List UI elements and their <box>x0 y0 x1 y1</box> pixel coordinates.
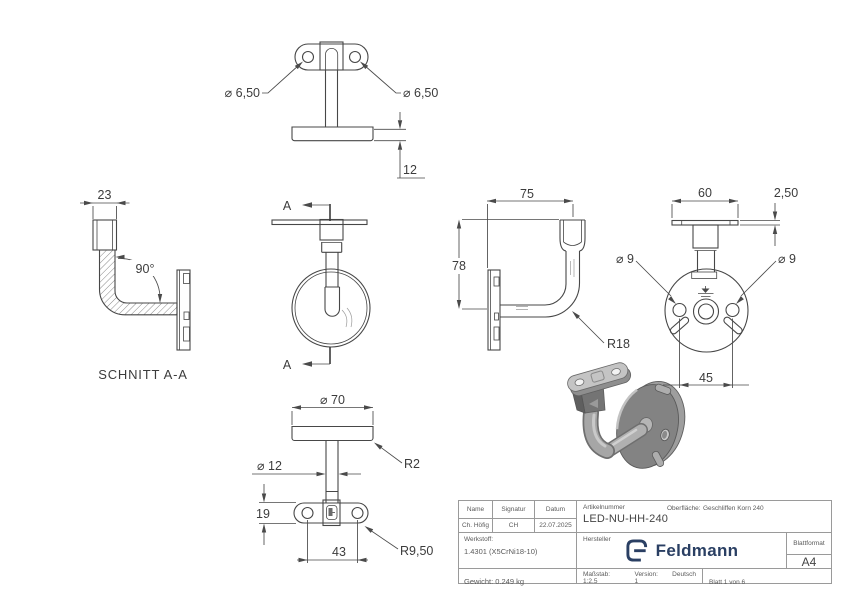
dim-depth: 75 <box>520 187 534 201</box>
view-section-a-a: 23 90° SCHNITT A-A <box>80 188 191 382</box>
article-number: LED-NU-HH-240 <box>583 513 669 525</box>
view-bottom: ⌀ 70 R2 ⌀ 12 19 43 <box>252 393 433 563</box>
engraved-logo <box>326 505 338 520</box>
date-value: 22.07.2025 <box>535 519 577 533</box>
dim-plate-diameter: ⌀ 70 <box>320 393 345 407</box>
dim-height: 78 <box>452 259 466 273</box>
dim-stem-diameter: ⌀ 12 <box>257 459 282 473</box>
material-value: 1.4301 (X5CrNi18-10) <box>464 547 538 556</box>
name-label: Name <box>458 500 493 519</box>
view-top: ⌀ 6,50 ⌀ 6,50 12 <box>225 41 438 179</box>
scale-value: Maßstab: 1:2.5 <box>583 571 611 585</box>
article-label: Artikelnummer <box>583 504 625 511</box>
material-label: Werkstoff: <box>464 536 494 543</box>
manufacturer-label: Hersteller <box>583 536 611 543</box>
article-cell: Artikelnummer LED-NU-HH-240 Oberfläche: … <box>577 500 832 533</box>
material-cell: Werkstoff: 1.4301 (X5CrNi18-10) <box>458 533 577 569</box>
dim-bend-radius: R18 <box>607 337 630 351</box>
version-value: Version: 1 <box>634 571 658 585</box>
dim-saddle-depth: 19 <box>256 507 270 521</box>
surface-label: Oberfläche: <box>667 505 701 512</box>
signature-label: Signatur <box>493 500 535 519</box>
signature-value: CH <box>493 519 535 533</box>
dim-edge-radius: R2 <box>404 457 420 471</box>
scale-cell: Maßstab: 1:2.5 Version: 1 Deutsch <box>577 569 703 585</box>
section-caption: SCHNITT A-A <box>98 367 187 382</box>
dim-angle: 90° <box>136 262 155 276</box>
weight-cell: Gewicht: 0.249 kg <box>458 569 577 586</box>
sheet-format-label: Blattformat <box>787 533 832 555</box>
view-front: A A <box>271 199 371 372</box>
dim-hole-right: ⌀ 6,50 <box>403 86 438 100</box>
dim-hole-left: ⌀ 9 <box>616 252 634 266</box>
section-marker-bottom: A <box>283 358 292 372</box>
date-label: Datum <box>535 500 577 519</box>
surface-value: Geschliffen Korn 240 <box>703 505 764 512</box>
manufacturer-name: Feldmann <box>655 540 739 560</box>
dim-saddle-width: 60 <box>698 186 712 200</box>
language-value: Deutsch <box>672 571 696 578</box>
weight-value: Gewicht: 0.249 kg <box>464 577 525 586</box>
dim-section-width: 23 <box>98 188 112 202</box>
view-side: 75 78 R18 <box>452 187 630 351</box>
feldmann-logo-icon <box>626 539 647 562</box>
dim-hole-left: ⌀ 6,50 <box>225 86 260 100</box>
view-back: 60 2,50 ⌀ 9 ⌀ 9 45 <box>616 186 798 388</box>
dim-hole-spacing: 43 <box>332 545 346 559</box>
dim-hole-spacing: 45 <box>699 371 713 385</box>
manufacturer-logo: Feldmann <box>577 533 786 568</box>
dim-hole-right: ⌀ 9 <box>778 252 796 266</box>
sheet-cell: Blatt 1 von 6 <box>703 569 832 586</box>
dim-plate-thickness: 12 <box>403 163 417 177</box>
manufacturer-cell: Hersteller Feldmann <box>577 533 787 569</box>
orientation-mark <box>698 286 714 297</box>
dim-plate-edge: 2,50 <box>774 186 798 200</box>
sheet-value: Blatt 1 von 6 <box>709 579 746 586</box>
dim-end-radius: R9,50 <box>400 544 433 558</box>
name-value: Ch. Höfig <box>458 519 493 533</box>
title-block: Name Signatur Datum Ch. Höfig CH 22.07.2… <box>458 500 832 586</box>
isometric-render <box>567 362 686 469</box>
section-marker-top: A <box>283 199 292 213</box>
sheet-format-value: A4 <box>787 555 832 569</box>
